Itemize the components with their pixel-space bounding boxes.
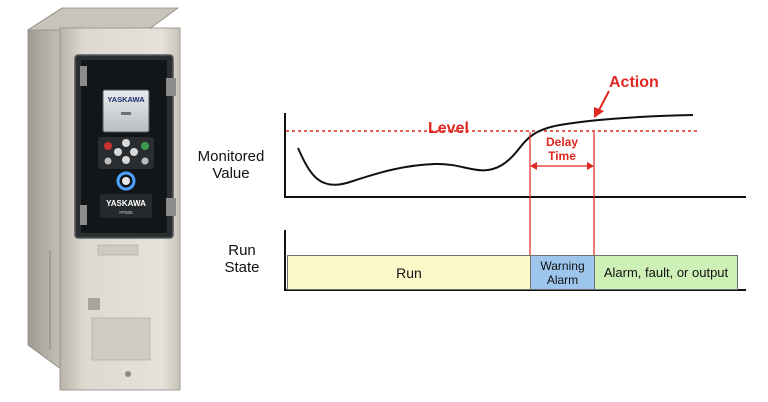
status-ring [116, 171, 136, 191]
delay-time-label-line1: Delay [545, 135, 579, 149]
drive-model: FP605 [119, 210, 133, 215]
alarm-fault-output-segment: Alarm, fault, or output [594, 255, 738, 290]
rating-label [97, 244, 139, 256]
drive-brand-top: YASKAWA [107, 95, 145, 104]
delay-time-label-line2: Time [548, 149, 576, 163]
keypad-small-button-left [104, 157, 112, 165]
brand-plate [100, 194, 152, 218]
action-arrow [597, 90, 610, 113]
run-state-label: Run State [212, 242, 272, 277]
keypad-nav-button-up [122, 139, 130, 147]
delay-time-label: Delay Time [532, 135, 592, 163]
warning-alarm-label-line2: Alarm [546, 272, 579, 287]
keypad-button-panel [98, 137, 154, 169]
monitored-value-curve [297, 114, 694, 186]
action-label: Action [609, 74, 659, 91]
hinge-top [80, 66, 87, 86]
monitoring-diagram: Monitored Value Level Action Delay Time … [190, 60, 768, 310]
y-axis-label-line2: Value [212, 165, 250, 183]
keypad-green-button [141, 142, 149, 150]
keypad-display [102, 89, 150, 133]
y-axis-label-line1: Monitored [197, 148, 265, 165]
drive-top-panel [26, 7, 180, 31]
diagram-graphics [284, 90, 746, 291]
cable-gland [88, 298, 100, 310]
run-segment-label: Run [396, 264, 422, 281]
drive-side-panel [27, 7, 63, 371]
display-detail [121, 112, 131, 115]
level-label: Level [428, 120, 469, 137]
drive-brand-bottom: YASKAWA [106, 199, 146, 208]
warning-alarm-label-line1: Warning [540, 258, 585, 273]
keypad-small-button-right [141, 157, 149, 165]
alarm-fault-output-label: Alarm, fault, or output [603, 265, 729, 280]
action-arrow-head [594, 107, 604, 118]
warning-alarm-segment: Warning Alarm [530, 255, 595, 290]
latch-bottom [166, 198, 176, 216]
keypad-red-button [104, 142, 112, 150]
delay-arrow-right-head [587, 162, 594, 170]
hinge-bottom [80, 205, 87, 225]
delay-arrow-left-head [530, 162, 537, 170]
y-axis-label: Monitored Value [190, 148, 272, 183]
run-segment: Run [287, 255, 531, 290]
cover-screw [125, 371, 131, 377]
warning-label [91, 317, 151, 361]
run-state-label-line2: State [224, 259, 260, 277]
keypad-nav-button-down [122, 156, 130, 164]
latch-top [166, 78, 176, 96]
status-ring-inner [122, 177, 130, 185]
drive-illustration: YASKAWA YASKAWA FP605 [26, 7, 181, 391]
keypad-nav-button-left [114, 148, 122, 156]
keypad-nav-button-right [130, 148, 138, 156]
run-state-label-line1: Run [228, 242, 256, 259]
